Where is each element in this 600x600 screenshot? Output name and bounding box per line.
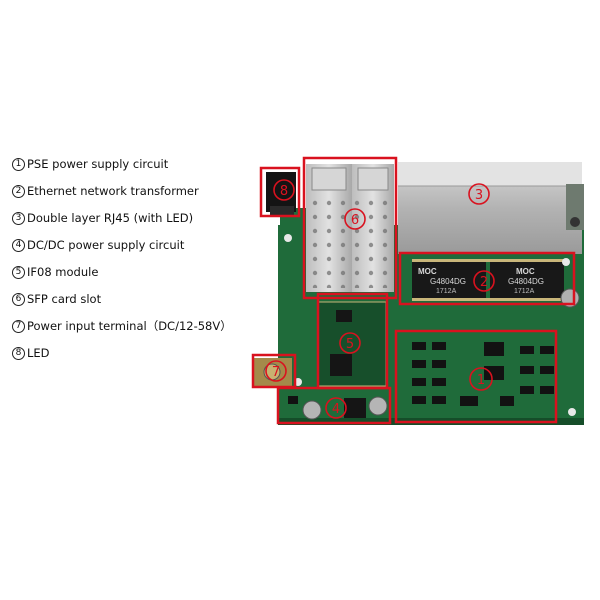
callout-circle-8 [273, 179, 295, 201]
callout-circle-6 [344, 208, 366, 230]
chip-right-brand: MOC [516, 267, 535, 276]
legend-text-8: LED [27, 346, 50, 360]
mount-hole-top-left [284, 234, 292, 242]
pse-components [412, 342, 554, 406]
legend-text-2: Ethernet network transformer [27, 184, 199, 198]
legend-item-6: 6 SFP card slot [12, 290, 101, 308]
callout-circle-2 [473, 270, 495, 292]
callout-number-6: 6 [351, 213, 359, 228]
highlight-box-5 [316, 292, 389, 390]
callout-number-4: 4 [332, 402, 340, 417]
legend-text-7: Power input terminal（DC/12-58V） [27, 319, 232, 333]
legend-number-5: 5 [12, 265, 25, 279]
legend-text-5: IF08 module [27, 265, 99, 279]
callout-number-1: 1 [477, 373, 485, 388]
legend-text-6: SFP card slot [27, 292, 102, 306]
highlight-boxes [251, 156, 576, 425]
legend-number-8: 8 [12, 346, 25, 360]
callout-circle-7 [265, 360, 287, 382]
highlight-box-7 [251, 353, 297, 389]
rj45-housing-top-face [398, 162, 582, 186]
callout-circle-4 [325, 397, 347, 419]
legend-text-4: DC/DC power supply circuit [27, 238, 185, 252]
callout-circle-1 [469, 367, 493, 391]
legend-number-1: 1 [12, 157, 25, 171]
sfp-cage-left-vents [308, 196, 350, 288]
highlight-box-6 [302, 156, 398, 300]
transformer-right [490, 262, 564, 298]
legend-number-6: 6 [12, 292, 25, 306]
mount-hole-right [562, 258, 570, 266]
chip-left-code: 1712A [436, 288, 457, 295]
callout-number-5: 5 [346, 337, 354, 352]
chip-left-model: G4804DG [430, 277, 466, 286]
callout-circle-5 [339, 332, 361, 354]
dcdc-small-chip [288, 396, 298, 404]
highlight-box-1 [394, 329, 558, 424]
chip-right-code: 1712A [514, 288, 535, 295]
legend-number-7: 7 [12, 319, 25, 333]
legend-item-5: 5 IF08 module [12, 263, 98, 281]
highlight-box-2 [398, 251, 576, 306]
callout-number-2: 2 [480, 275, 488, 290]
transformer-pins [412, 259, 564, 301]
callout-number-3: 3 [475, 188, 483, 203]
legend-item-8: 8 LED [12, 344, 50, 362]
dcdc-capacitor-2 [368, 396, 388, 416]
callout-number-8: 8 [280, 184, 288, 199]
legend-number-3: 3 [12, 211, 25, 225]
led-housing [266, 172, 296, 212]
legend-item-7: 7 Power input terminal（DC/12-58V） [12, 317, 232, 335]
legend-item-1: 1 PSE power supply circuit [12, 155, 168, 173]
if08-module-chip [330, 354, 352, 376]
if08-module-chip-small [336, 310, 352, 322]
legend-number-2: 2 [12, 184, 25, 198]
rj45-side-bracket [566, 184, 584, 230]
callout-circle-3 [468, 183, 490, 205]
mount-hole-bottom-right [568, 408, 576, 416]
legend-text-1: PSE power supply circuit [27, 157, 169, 171]
legend-number-4: 4 [12, 238, 25, 252]
rj45-mount-hole [570, 217, 580, 227]
chip-left-brand: MOC [418, 267, 437, 276]
legend-item-3: 3 Double layer RJ45 (with LED) [12, 209, 193, 227]
sfp-cage-right-top [357, 167, 389, 191]
callout-numbers [265, 179, 495, 419]
legend-item-4: 4 DC/DC power supply circuit [12, 236, 184, 254]
callout-number-7: 7 [272, 365, 280, 380]
legend-item-2: 2 Ethernet network transformer [12, 182, 199, 200]
highlight-box-8 [259, 166, 301, 218]
legend-text-3: Double layer RJ45 (with LED) [27, 211, 194, 225]
led-base [270, 206, 294, 216]
dcdc-capacitor-1 [302, 400, 322, 420]
sfp-cage-left-top [311, 167, 347, 191]
dcdc-inductor [344, 398, 366, 418]
chip-right-model: G4804DG [508, 277, 544, 286]
